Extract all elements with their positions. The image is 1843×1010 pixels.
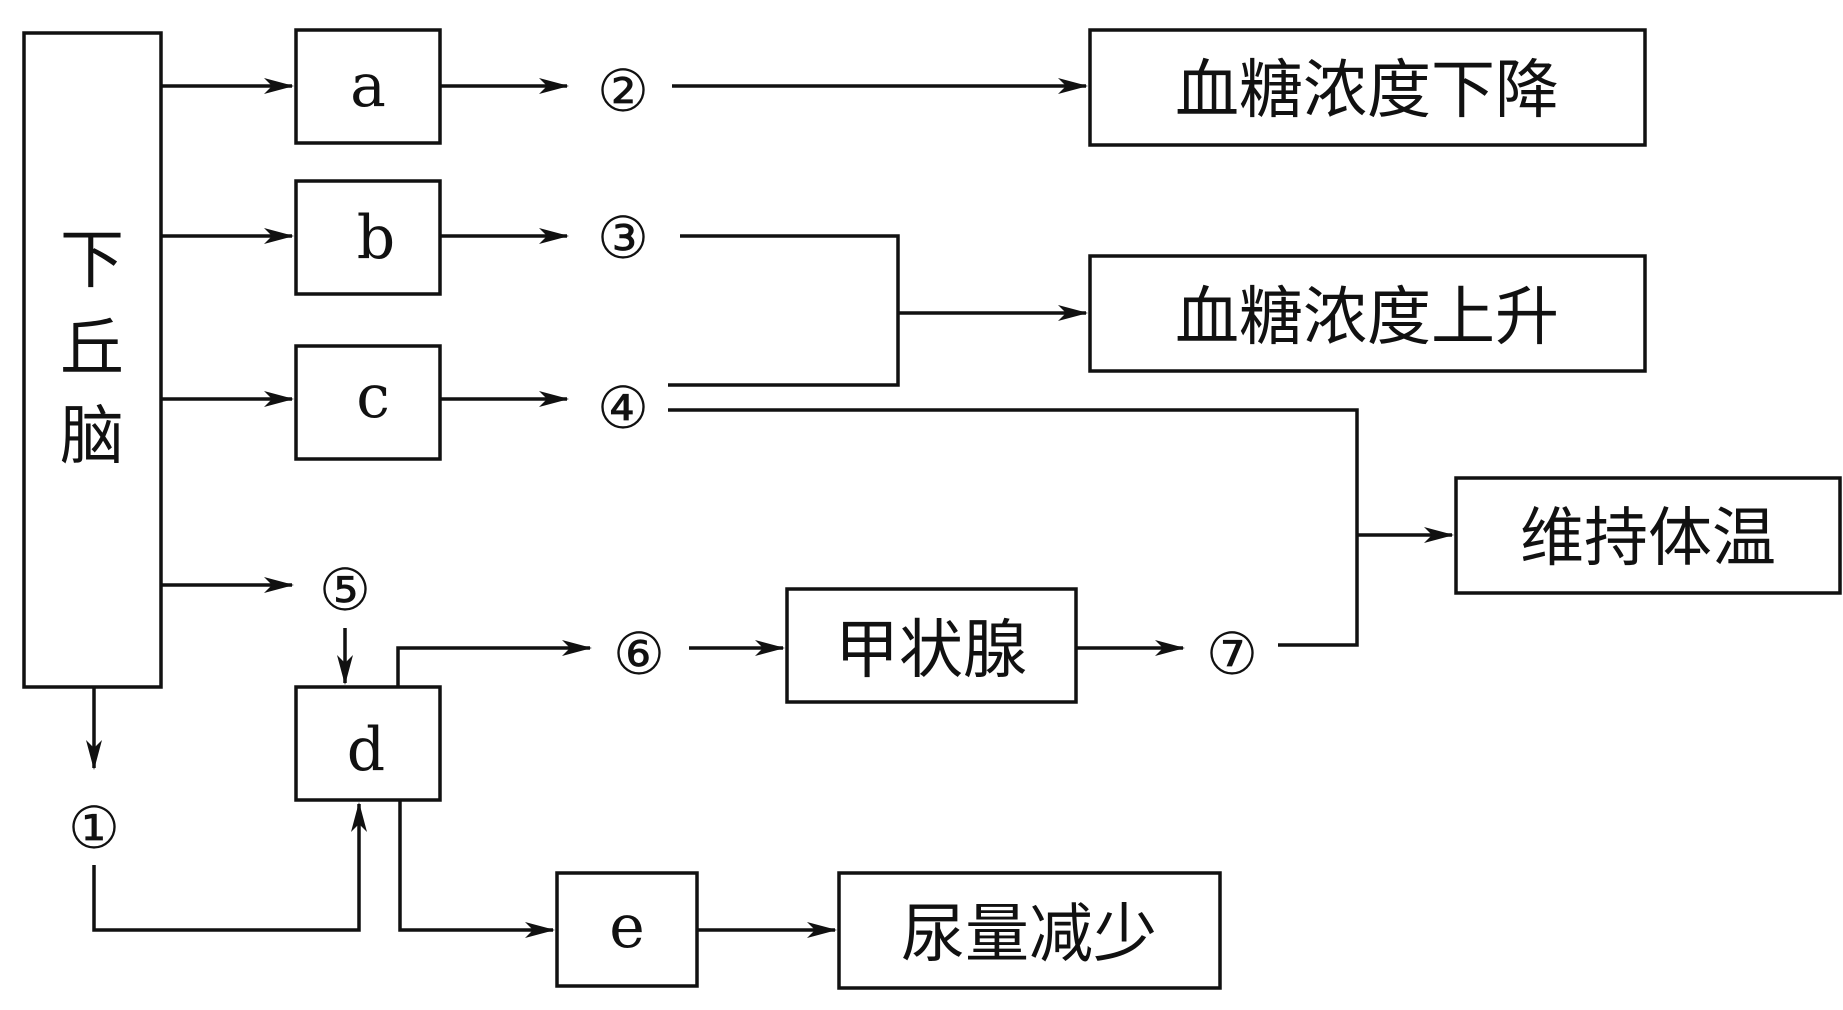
thyroid-label: 甲状腺 (835, 614, 1027, 688)
marker-7: ⑦ (1206, 620, 1258, 688)
body-temp-label: 维持体温 (1520, 502, 1776, 576)
box-a: a (294, 28, 442, 145)
hypothalamus-char-2: 丘 (60, 312, 124, 386)
box-b: b (294, 179, 442, 296)
outcome-body-temp: 维持体温 (1454, 476, 1842, 595)
marker-5: ⑤ (319, 556, 371, 624)
urine-less-label: 尿量减少 (901, 898, 1157, 972)
box-d: d (294, 685, 442, 802)
box-c-label: c (356, 362, 390, 432)
arrow-d-to-6 (396, 640, 592, 687)
bracket-3-4 (668, 234, 900, 387)
glucose-down-label: 血糖浓度下降 (1175, 54, 1559, 128)
box-e: e (555, 871, 699, 988)
hypothalamus-box: 下 丘 脑 (22, 31, 163, 689)
hypothalamus-char-3: 脑 (60, 400, 124, 474)
outcome-glucose-down: 血糖浓度下降 (1088, 28, 1647, 147)
arrow-1-to-d (92, 802, 367, 932)
box-a-label: a (350, 51, 386, 121)
hypothalamus-char-1: 下 (60, 224, 124, 298)
marker-1: ① (68, 794, 120, 862)
bracket-4-7 (668, 408, 1359, 647)
box-c: c (294, 344, 442, 461)
marker-3: ③ (597, 204, 649, 272)
box-d-label: d (347, 715, 385, 785)
box-b-label: b (357, 203, 395, 273)
marker-2: ② (597, 57, 649, 125)
outcome-urine-less: 尿量减少 (837, 871, 1222, 990)
arrow-d-to-e (398, 800, 555, 938)
marker-6: ⑥ (613, 620, 665, 688)
outcome-glucose-up: 血糖浓度上升 (1088, 254, 1647, 373)
box-e-label: e (609, 892, 645, 962)
marker-4: ④ (597, 374, 649, 442)
thyroid-box: 甲状腺 (785, 587, 1078, 704)
glucose-up-label: 血糖浓度上升 (1175, 281, 1559, 355)
